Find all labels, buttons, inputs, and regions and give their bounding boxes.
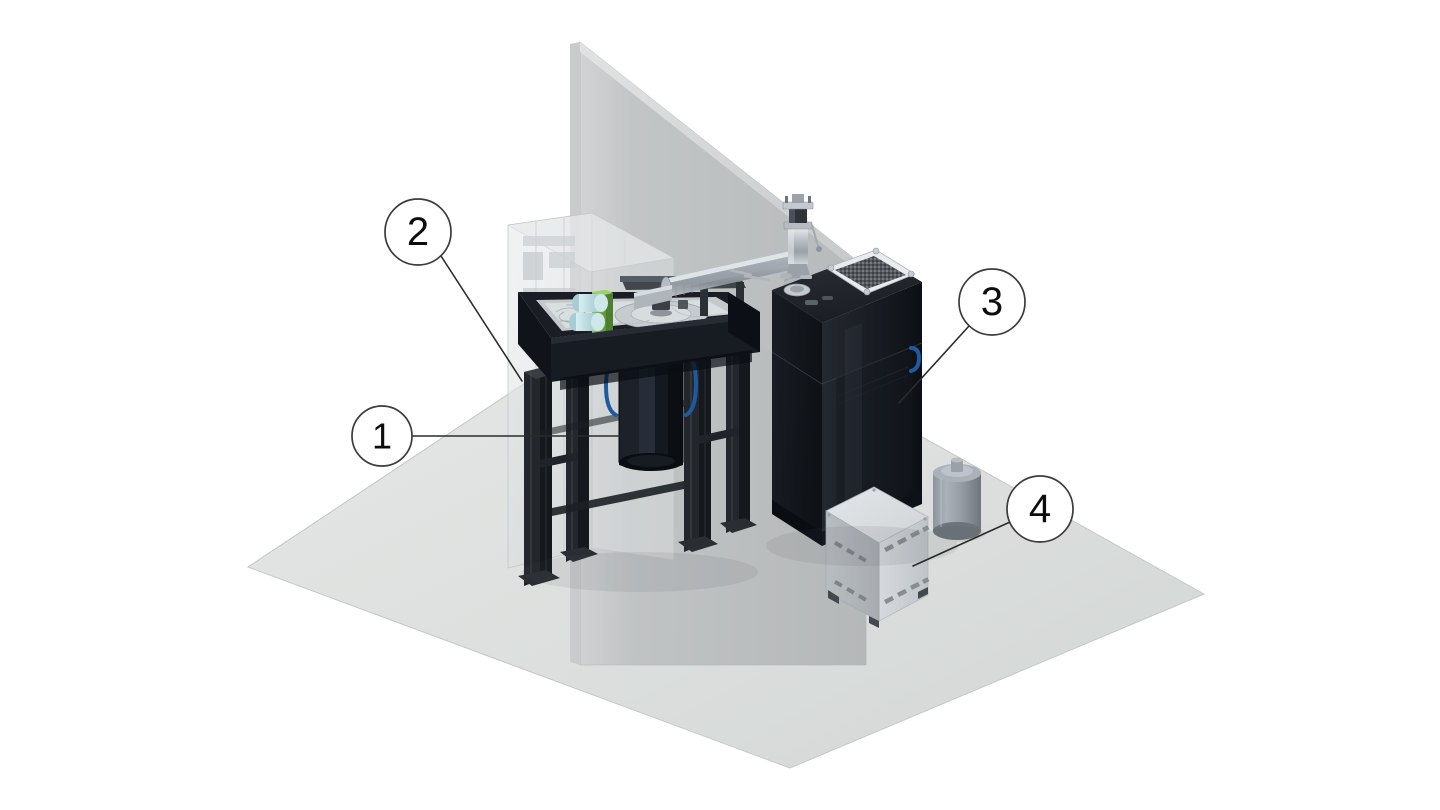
black-tower-cabinet	[771, 247, 923, 546]
platform-deck	[518, 276, 760, 390]
ground-shadows	[522, 526, 985, 592]
callout-3[interactable]: 3	[958, 268, 1026, 336]
tower-handle-blue	[909, 346, 922, 373]
callout-3-label: 3	[981, 280, 1003, 324]
callout-4-circle[interactable]	[1006, 475, 1074, 543]
callout-1[interactable]: 1	[351, 405, 413, 467]
vented-control-cabinet	[825, 486, 930, 628]
leader-line-2	[440, 255, 523, 382]
callout-4-label: 4	[1029, 487, 1051, 531]
leader-line-4	[912, 521, 1011, 567]
support-frame	[518, 335, 757, 586]
callout-2[interactable]: 2	[384, 198, 452, 266]
callout-1-label: 1	[372, 416, 392, 457]
callout-2-circle[interactable]	[384, 198, 452, 266]
callout-2-label: 2	[407, 210, 429, 254]
valve-stack	[782, 194, 822, 288]
leader-line-3	[898, 325, 970, 404]
pressure-tank	[933, 457, 981, 540]
callout-3-circle[interactable]	[958, 268, 1026, 336]
callout-4[interactable]: 4	[1006, 475, 1074, 543]
callout-1-circle[interactable]	[351, 405, 413, 467]
motor-pair	[569, 294, 608, 331]
leader-lines	[411, 255, 1011, 567]
